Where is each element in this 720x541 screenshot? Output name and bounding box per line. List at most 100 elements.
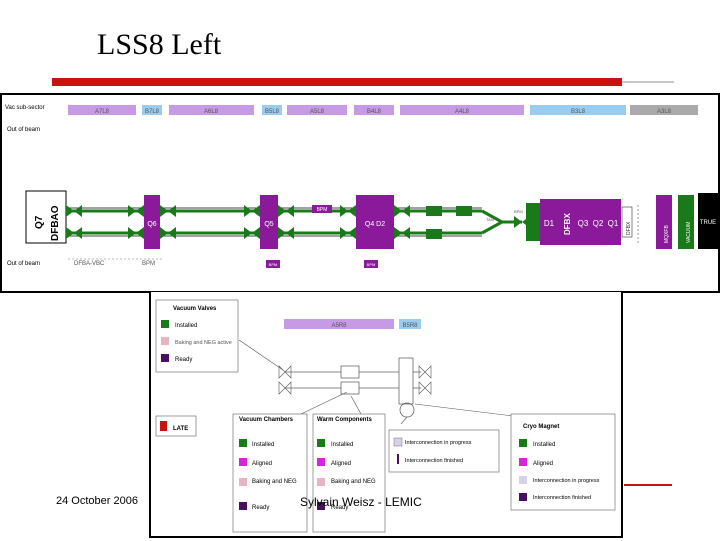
valve-icon bbox=[394, 227, 410, 239]
legend-swatch bbox=[161, 354, 169, 362]
warm-component bbox=[426, 229, 442, 239]
sector-bar-label: B4L8 bbox=[367, 109, 382, 115]
legend-item-label: Baking and NEG bbox=[331, 479, 376, 485]
valve-icon bbox=[340, 205, 356, 217]
bottom-tag-q4 bbox=[364, 260, 378, 268]
magnet-dfbx bbox=[558, 199, 576, 245]
bpm-tag-upper-label: BPM bbox=[317, 207, 328, 213]
pointer-line bbox=[350, 395, 362, 415]
sector-bar-label: B3L8 bbox=[571, 109, 586, 115]
interconnection-item-label: Interconnection in progress bbox=[405, 440, 472, 446]
bottom-left-tag: DFBA-VBC bbox=[74, 261, 105, 267]
sector-bar bbox=[630, 105, 698, 115]
legend-sector-bar bbox=[284, 319, 394, 329]
true-box-label: TRUE bbox=[700, 220, 716, 226]
mini-cryo-magnet bbox=[398, 357, 414, 405]
valve-icon bbox=[394, 205, 410, 217]
legend-item-label: Ready bbox=[252, 505, 269, 511]
bottom-tag-q5 bbox=[266, 260, 280, 268]
legend-swatch bbox=[239, 458, 247, 466]
slide-title: LSS8 Left bbox=[97, 28, 222, 61]
dfbx-left-box bbox=[621, 206, 633, 238]
tan-label: TAN bbox=[486, 217, 494, 222]
magnets: Q6 Q5 Q4 D2 D1 DFBX Q3 Q2 Q1 bbox=[144, 195, 621, 249]
vacuum-valves-title: Vacuum Valves bbox=[173, 306, 217, 312]
warm-components bbox=[426, 195, 694, 249]
dfbx-label: DFBX bbox=[563, 213, 572, 235]
row-label-out-bottom: Out of beam bbox=[7, 261, 40, 267]
vacuum-right-label: VACUUM bbox=[686, 222, 692, 243]
mqxfb-label: MQXFB bbox=[664, 225, 670, 243]
magnet-label: Q2 bbox=[593, 219, 604, 228]
q7-label: Q7 bbox=[34, 215, 45, 229]
valve-icon bbox=[244, 205, 260, 217]
mini-interconnection-circle bbox=[399, 402, 415, 418]
legend-inset: Vacuum Valves Installed Baking and NEG a… bbox=[149, 292, 623, 538]
lss8-schematic-panel: Vac sub-sector Out of beam Out of beam A… bbox=[0, 93, 720, 293]
dfbx-left-label: DFBX bbox=[626, 221, 632, 235]
magnet-q2 bbox=[591, 199, 606, 245]
row-label-out-top: Out of beam bbox=[7, 127, 40, 133]
magnet-q3 bbox=[576, 199, 591, 245]
legend-swatch bbox=[519, 439, 527, 447]
footer-line bbox=[624, 484, 672, 486]
magnet-label: D1 bbox=[544, 219, 555, 228]
legend-swatch bbox=[239, 502, 247, 510]
valve-icon bbox=[66, 227, 82, 239]
warm-component bbox=[456, 206, 472, 216]
legend-sector-bar bbox=[399, 319, 421, 329]
legend-swatch bbox=[239, 439, 247, 447]
pointer-line bbox=[414, 403, 514, 417]
pointer-line bbox=[400, 416, 408, 425]
sector-bar-label: B5L8 bbox=[265, 109, 280, 115]
legend-item-label: Interconnection in progress bbox=[533, 478, 600, 484]
sector-bar-label: A6L8 bbox=[204, 109, 219, 115]
interconnection-box bbox=[388, 429, 500, 473]
warm-component bbox=[526, 203, 540, 241]
title-underline bbox=[52, 78, 622, 86]
sector-bars: A7L8 B7L8 A6L8 B5L8 A5L8 B4L8 A4L8 B3L8 … bbox=[68, 105, 698, 115]
interconnection-swatch bbox=[393, 437, 403, 447]
bpm-tag-upper bbox=[312, 205, 332, 213]
bottom-left-tag-2: BPM bbox=[142, 261, 155, 267]
valve-icon bbox=[244, 227, 260, 239]
pointer-lines bbox=[238, 339, 514, 425]
footer-date: 24 October 2006 bbox=[56, 495, 138, 507]
title-underline-tail bbox=[622, 81, 674, 83]
vacuum-right-block bbox=[678, 195, 694, 249]
legend-swatch bbox=[317, 502, 325, 510]
legend-item-label: Baking and NEG active bbox=[175, 340, 232, 346]
vacuum-valves bbox=[66, 205, 530, 239]
legend-item-label: Installed bbox=[533, 442, 555, 448]
legend-swatch bbox=[317, 478, 325, 486]
magnet-label: Q3 bbox=[578, 219, 589, 228]
late-label: LATE bbox=[173, 426, 188, 432]
cryo-magnet-box bbox=[510, 413, 616, 511]
beam-merge-upper bbox=[481, 209, 503, 224]
bottom-tag-q5-label: BPM bbox=[269, 262, 278, 267]
legend-item-label: Installed bbox=[252, 442, 274, 448]
warm-component bbox=[426, 206, 442, 216]
beam-merge-lower bbox=[481, 220, 503, 235]
legend-item-label: Installed bbox=[175, 323, 197, 329]
legend-swatch bbox=[161, 320, 169, 328]
sector-bar-label: A5L8 bbox=[310, 109, 325, 115]
magnet-q4-d2 bbox=[356, 195, 394, 249]
vacuum-chambers-box bbox=[232, 413, 308, 533]
legend-sector-label: B5R8 bbox=[402, 323, 418, 329]
legend-swatch bbox=[519, 493, 527, 501]
legend-item-label: Aligned bbox=[252, 461, 272, 467]
sector-bar bbox=[169, 105, 254, 115]
legend-item-label: Interconnection finished bbox=[533, 495, 591, 501]
legend-sector-label: A5R8 bbox=[331, 323, 347, 329]
legend-swatch bbox=[519, 458, 527, 466]
legend-swatch bbox=[317, 439, 325, 447]
legend-swatch bbox=[239, 478, 247, 486]
valve-icon bbox=[160, 205, 176, 217]
legend-swatch bbox=[161, 337, 169, 345]
schematic-svg: Vac sub-sector Out of beam Out of beam A… bbox=[5, 105, 718, 268]
magnet-d1 bbox=[540, 199, 558, 245]
sector-bar bbox=[530, 105, 626, 115]
magnet-q1 bbox=[606, 199, 621, 245]
sector-bar bbox=[68, 105, 136, 115]
